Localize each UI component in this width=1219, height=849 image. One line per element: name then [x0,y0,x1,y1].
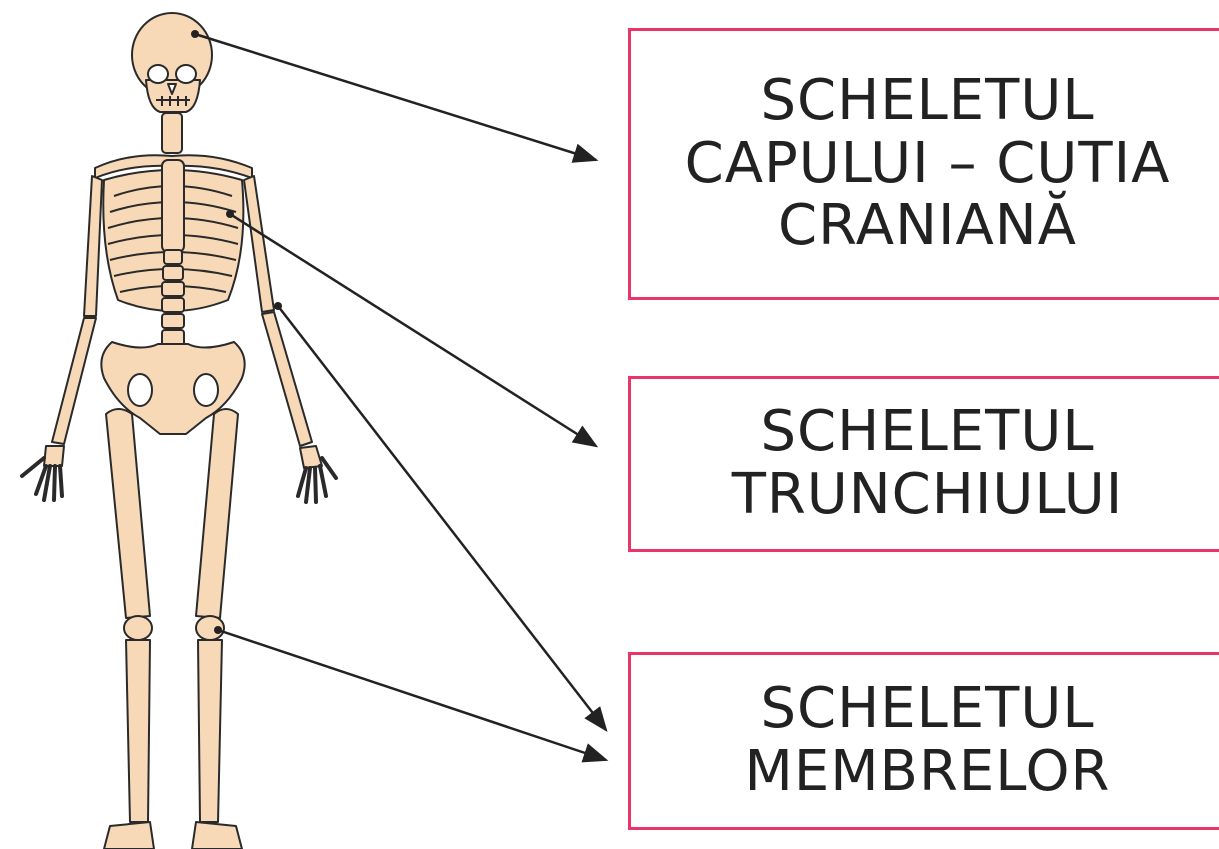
left-foot [104,822,154,849]
spine [162,250,184,346]
skeleton-illustration [0,0,600,849]
label-head-line3: CRANIANĂ [778,195,1077,258]
label-box-head: SCHELETUL CAPULUI – CUTIA CRANIANĂ [628,28,1219,300]
right-femur [196,409,238,618]
right-hand [298,446,336,502]
right-forearm [262,312,312,446]
label-limbs-line1: SCHELETUL [760,678,1094,741]
right-humerus [244,176,274,312]
neck [162,113,182,153]
right-tibia [198,640,222,822]
label-limbs-line2: MEMBRELOR [745,741,1111,804]
left-forearm [52,318,96,444]
label-head-line2: CAPULUI – CUTIA [685,133,1171,196]
label-trunk-line2: TRUNCHIULUI [732,464,1124,527]
label-head-line1: SCHELETUL [760,70,1094,133]
left-femur [106,409,150,618]
left-tibia [126,640,150,822]
skull [132,13,212,112]
label-trunk-line1: SCHELETUL [760,401,1094,464]
right-foot [192,822,242,849]
label-box-trunk: SCHELETUL TRUNCHIULUI [628,376,1219,552]
label-box-limbs: SCHELETUL MEMBRELOR [628,652,1219,830]
left-hand [22,446,64,500]
left-humerus [84,176,102,316]
